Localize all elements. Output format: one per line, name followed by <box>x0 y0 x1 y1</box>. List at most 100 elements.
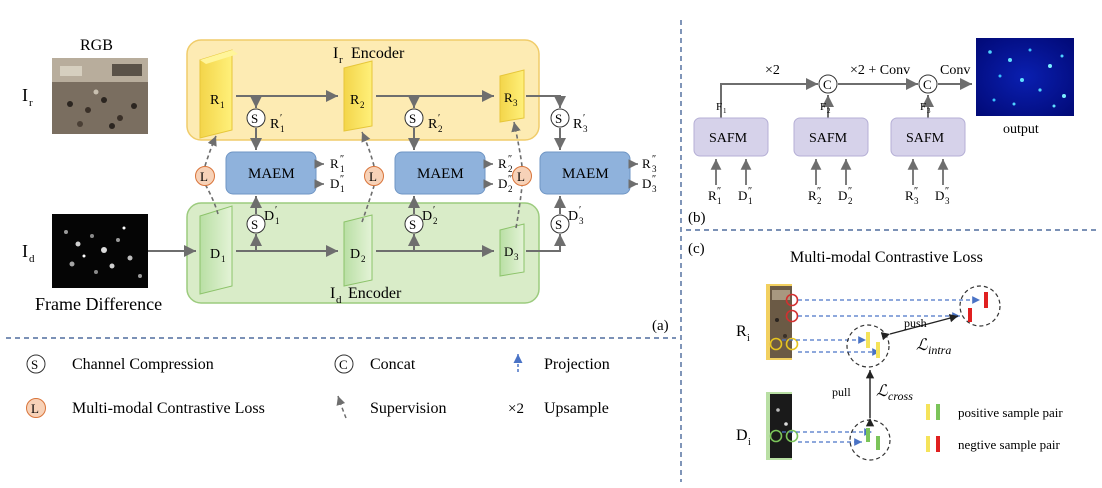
svg-text:3: 3 <box>652 184 657 194</box>
rgb-label: RGB <box>80 37 113 54</box>
svg-text:Projection: Projection <box>544 356 610 373</box>
negative-pair-legend: negtive sample pair <box>926 436 1060 452</box>
svg-text:S: S <box>251 217 258 232</box>
svg-text:1: 1 <box>221 254 226 264</box>
svg-text:Multi-modal Contrastive Loss: Multi-modal Contrastive Loss <box>72 400 265 417</box>
svg-text:F: F <box>820 101 826 113</box>
svg-text:ℒ: ℒ <box>876 383 888 400</box>
svg-text:″: ″ <box>717 186 721 197</box>
svg-text:MAEM: MAEM <box>562 166 609 182</box>
svg-text:r: r <box>29 97 33 109</box>
svg-text:R: R <box>808 188 817 203</box>
svg-text:I: I <box>22 241 28 261</box>
legend-channel-compression: S Channel Compression <box>26 354 214 374</box>
svg-text:3: 3 <box>927 107 931 115</box>
svg-text:i: i <box>747 333 750 344</box>
channel-compression-nodes: S S S S S S <box>246 108 570 234</box>
svg-text:L: L <box>369 169 377 184</box>
svg-text:ℒ: ℒ <box>916 337 928 354</box>
svg-text:″: ″ <box>340 174 344 185</box>
svg-text:L: L <box>517 169 525 184</box>
r-prime-labels: R′1 R′2 R′3 <box>270 113 588 134</box>
legend: S Channel Compression C Concat Projectio… <box>26 354 610 419</box>
svg-text:L: L <box>31 401 39 416</box>
svg-text:R: R <box>330 156 339 171</box>
svg-text:2: 2 <box>827 107 831 115</box>
legend-projection: Projection <box>513 354 610 373</box>
svg-text:2: 2 <box>848 196 853 206</box>
safm-block-2 <box>793 117 869 157</box>
svg-text:1: 1 <box>717 196 722 206</box>
svg-text:2: 2 <box>508 164 513 174</box>
svg-text:D: D <box>350 247 360 262</box>
svg-text:Concat: Concat <box>370 356 416 373</box>
maem-block-1: MAEM <box>225 151 317 195</box>
svg-text:3: 3 <box>514 252 519 262</box>
svg-text:1: 1 <box>220 100 225 110</box>
svg-text:3: 3 <box>513 98 518 108</box>
encoder-block-r1: R 1 <box>199 49 238 139</box>
push-label: push <box>904 316 927 330</box>
svg-text:R: R <box>270 117 280 132</box>
svg-text:′: ′ <box>280 113 282 124</box>
svg-text:3: 3 <box>914 196 919 206</box>
svg-text:D: D <box>210 247 220 262</box>
svg-text:R: R <box>573 117 583 132</box>
maem-block-3: MAEM <box>539 151 631 195</box>
svg-text:D: D <box>935 188 944 203</box>
maem-output-labels: R″1 D″1 R″2 D″2 R″3 D″3 <box>330 154 657 194</box>
svg-text:Upsample: Upsample <box>544 400 609 417</box>
svg-text:cross: cross <box>888 389 913 403</box>
svg-text:′: ′ <box>433 205 435 216</box>
svg-text:D: D <box>264 209 274 224</box>
svg-text:C: C <box>823 77 832 92</box>
svg-text:2: 2 <box>360 100 365 110</box>
svg-text:D: D <box>568 209 578 224</box>
ir-encoder-title: I r Encoder <box>333 45 405 66</box>
svg-text:positive sample pair: positive sample pair <box>958 405 1063 420</box>
panel-label-b: (b) <box>688 210 706 226</box>
svg-text:D: D <box>330 176 339 191</box>
svg-text:Channel Compression: Channel Compression <box>72 356 214 373</box>
svg-text:MAEM: MAEM <box>417 166 464 182</box>
svg-text:intra: intra <box>928 343 951 357</box>
safm-block-3 <box>890 117 966 157</box>
svg-text:I: I <box>333 45 338 62</box>
svg-text:R: R <box>504 90 513 105</box>
svg-text:3: 3 <box>652 164 657 174</box>
svg-text:negtive sample pair: negtive sample pair <box>958 437 1060 452</box>
svg-text:R: R <box>350 93 360 108</box>
svg-text:′: ′ <box>583 113 585 124</box>
svg-text:2: 2 <box>433 216 438 226</box>
output-label: output <box>1003 122 1039 137</box>
svg-text:I: I <box>330 285 335 302</box>
di-label: D i <box>736 427 751 448</box>
frame-difference-label: Frame Difference <box>35 294 162 314</box>
positive-pair-legend: positive sample pair <box>926 404 1063 420</box>
svg-text:3: 3 <box>579 216 584 226</box>
svg-text:D: D <box>504 244 513 259</box>
id-input-label: I d <box>22 241 35 265</box>
svg-text:d: d <box>336 294 342 306</box>
encoder-block-r2: R 2 <box>343 60 373 132</box>
svg-text:F: F <box>716 101 722 113</box>
svg-text:″: ″ <box>508 174 512 185</box>
svg-text:SAFM: SAFM <box>809 131 848 146</box>
svg-text:2: 2 <box>361 254 366 264</box>
cross-loss-label: ℒ cross <box>876 383 913 403</box>
svg-text:C: C <box>339 357 348 372</box>
svg-text:r: r <box>339 54 343 66</box>
svg-text:″: ″ <box>748 186 752 197</box>
svg-text:R: R <box>428 117 438 132</box>
ir-input-label: I r <box>22 85 33 109</box>
encoder-block-d2: D 2 <box>343 214 373 287</box>
svg-text:1: 1 <box>275 216 280 226</box>
svg-text:i: i <box>748 437 751 448</box>
svg-text:Encoder: Encoder <box>351 45 405 62</box>
panel-label-c: (c) <box>688 241 705 257</box>
svg-text:R: R <box>210 93 220 108</box>
svg-text:3: 3 <box>945 196 950 206</box>
svg-text:1: 1 <box>748 196 753 206</box>
svg-text:′: ′ <box>579 205 581 216</box>
